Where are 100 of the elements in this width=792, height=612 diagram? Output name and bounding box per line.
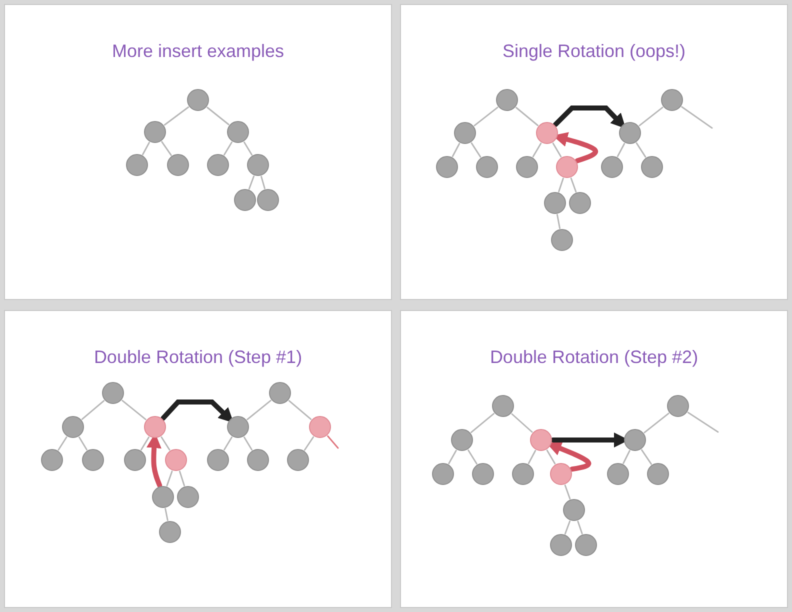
tree-node bbox=[661, 89, 683, 111]
tree-node bbox=[601, 156, 623, 178]
tree-node bbox=[451, 429, 473, 451]
tree-node bbox=[472, 463, 494, 485]
tree-node bbox=[41, 449, 63, 471]
tree-node bbox=[550, 534, 572, 556]
tree-edge bbox=[687, 412, 719, 433]
tree-node bbox=[207, 154, 229, 176]
tree-node bbox=[432, 463, 454, 485]
slide-panel bbox=[400, 310, 788, 608]
tree-node bbox=[516, 156, 538, 178]
tree-node bbox=[575, 534, 597, 556]
tree-edge bbox=[122, 400, 146, 420]
slide-title: Single Rotation (oops!) bbox=[502, 41, 686, 62]
tree-edge bbox=[140, 436, 150, 450]
tree-edge bbox=[622, 450, 630, 464]
tree-edge bbox=[288, 400, 312, 420]
tree-node bbox=[667, 395, 689, 417]
tree-node bbox=[227, 416, 249, 438]
tree-edge bbox=[78, 436, 88, 450]
tree-edge bbox=[166, 470, 173, 486]
tree-node bbox=[152, 486, 174, 508]
highlighted-tree-node bbox=[536, 122, 558, 144]
highlighted-tree-node bbox=[165, 449, 187, 471]
tree-edge bbox=[58, 436, 68, 451]
highlighted-tree-node bbox=[556, 156, 578, 178]
tree-node bbox=[177, 486, 199, 508]
tree-edge bbox=[564, 520, 571, 534]
tree-node bbox=[607, 463, 629, 485]
tree-node bbox=[124, 449, 146, 471]
tree-node bbox=[269, 382, 291, 404]
tree-edge bbox=[304, 436, 314, 451]
tree-node bbox=[551, 229, 573, 251]
transform-arrow bbox=[160, 400, 234, 423]
tree-edge bbox=[164, 508, 168, 521]
tree-node bbox=[234, 189, 256, 211]
tree-edge bbox=[516, 106, 538, 126]
tree-edge bbox=[260, 176, 266, 190]
highlighted-tree-node bbox=[144, 416, 166, 438]
tree-edge bbox=[161, 141, 172, 156]
tree-edge bbox=[640, 449, 652, 465]
tree-edge bbox=[636, 142, 646, 158]
tree-node bbox=[287, 449, 309, 471]
highlighted-tree-node bbox=[530, 429, 552, 451]
tree-edge bbox=[577, 520, 583, 534]
tree-node bbox=[544, 192, 566, 214]
slide-title: More insert examples bbox=[112, 41, 284, 62]
tree-edge bbox=[142, 142, 150, 156]
tree-edge bbox=[327, 435, 339, 449]
tree-edge bbox=[448, 450, 457, 464]
tree-edge bbox=[178, 470, 186, 486]
tree-node bbox=[247, 449, 269, 471]
tree-edge bbox=[558, 178, 564, 192]
slide-panel bbox=[4, 4, 392, 300]
tree-edge bbox=[81, 400, 105, 420]
tree-node bbox=[512, 463, 534, 485]
tree-node bbox=[454, 122, 476, 144]
tree-node bbox=[227, 121, 249, 143]
tree-node bbox=[436, 156, 458, 178]
tree-node bbox=[247, 154, 269, 176]
tree-node bbox=[126, 154, 148, 176]
tree-edge bbox=[532, 142, 542, 158]
tree-edge bbox=[546, 450, 556, 464]
tree-edge bbox=[223, 436, 233, 450]
transform-arrow bbox=[552, 106, 626, 129]
tree-edge bbox=[206, 106, 230, 126]
tree-node bbox=[641, 156, 663, 178]
slide-title: Double Rotation (Step #1) bbox=[94, 347, 302, 368]
tree-edge bbox=[468, 449, 478, 465]
tree-edge bbox=[570, 178, 577, 192]
tree-edge bbox=[638, 106, 664, 126]
tree-edge bbox=[248, 176, 255, 190]
tree-node bbox=[187, 89, 209, 111]
tree-edge bbox=[474, 106, 498, 126]
tree-edge bbox=[552, 142, 562, 158]
tree-node bbox=[647, 463, 669, 485]
tree-node bbox=[492, 395, 514, 417]
tree-node bbox=[619, 122, 641, 144]
tree-node bbox=[569, 192, 591, 214]
tree-edge bbox=[556, 214, 561, 229]
tree-edge bbox=[681, 106, 713, 129]
tree-node bbox=[102, 382, 124, 404]
tree-edge bbox=[511, 413, 533, 433]
tree-node bbox=[496, 89, 518, 111]
tree-node bbox=[159, 521, 181, 543]
highlighted-tree-node bbox=[309, 416, 331, 438]
highlighted-tree-node bbox=[550, 463, 572, 485]
tree-node bbox=[207, 449, 229, 471]
tree-node bbox=[144, 121, 166, 143]
tree-edge bbox=[160, 436, 170, 451]
tree-node bbox=[62, 416, 84, 438]
tree-edge bbox=[243, 436, 253, 450]
tree-node bbox=[257, 189, 279, 211]
tree-edge bbox=[470, 412, 495, 434]
tree-edge bbox=[452, 142, 460, 158]
tree-node bbox=[167, 154, 189, 176]
tree-node bbox=[624, 429, 646, 451]
tree-edge bbox=[528, 450, 536, 464]
tree-edge bbox=[164, 106, 190, 126]
slide-panel bbox=[400, 4, 788, 300]
